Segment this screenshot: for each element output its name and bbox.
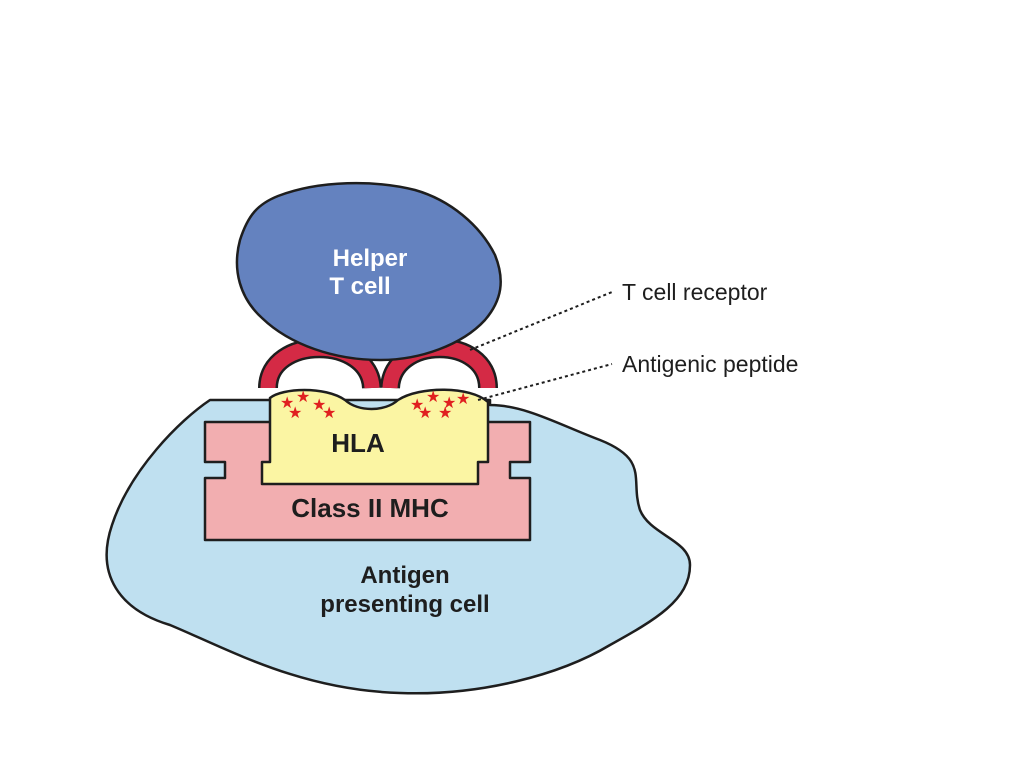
antigenic-peptide-stars: ★ ★ ★ ★ ★ ★ ★ ★ ★ ★ ★ (280, 389, 470, 422)
peptide-star: ★ (438, 405, 452, 422)
peptide-star: ★ (296, 389, 310, 406)
peptide-leader-line (477, 363, 613, 401)
peptide-star: ★ (442, 395, 456, 412)
peptide-star: ★ (280, 395, 294, 412)
antigen-presenting-cell-label-line2: presenting cell (320, 591, 489, 618)
helper-t-cell-label-line1: Helper (333, 245, 408, 272)
peptide-star: ★ (410, 397, 424, 414)
helper-t-cell-shape (235, 181, 502, 362)
class-ii-mhc-label: Class II MHC (291, 493, 449, 523)
tcr-leader-line (469, 291, 613, 351)
antigenic-peptide-label: Antigenic peptide (622, 351, 798, 377)
peptide-star: ★ (426, 389, 440, 406)
t-cell-receptor-label: T cell receptor (622, 279, 768, 305)
antigen-presenting-cell-label-line1: Antigen (360, 562, 449, 589)
peptide-star: ★ (418, 405, 432, 422)
peptide-star: ★ (322, 405, 336, 422)
peptide-star: ★ (288, 405, 302, 422)
hla-label: HLA (331, 428, 385, 458)
hla-shape (260, 388, 490, 486)
helper-t-cell-label-line2: T cell (329, 273, 390, 300)
peptide-star: ★ (456, 391, 470, 408)
peptide-star: ★ (312, 397, 326, 414)
